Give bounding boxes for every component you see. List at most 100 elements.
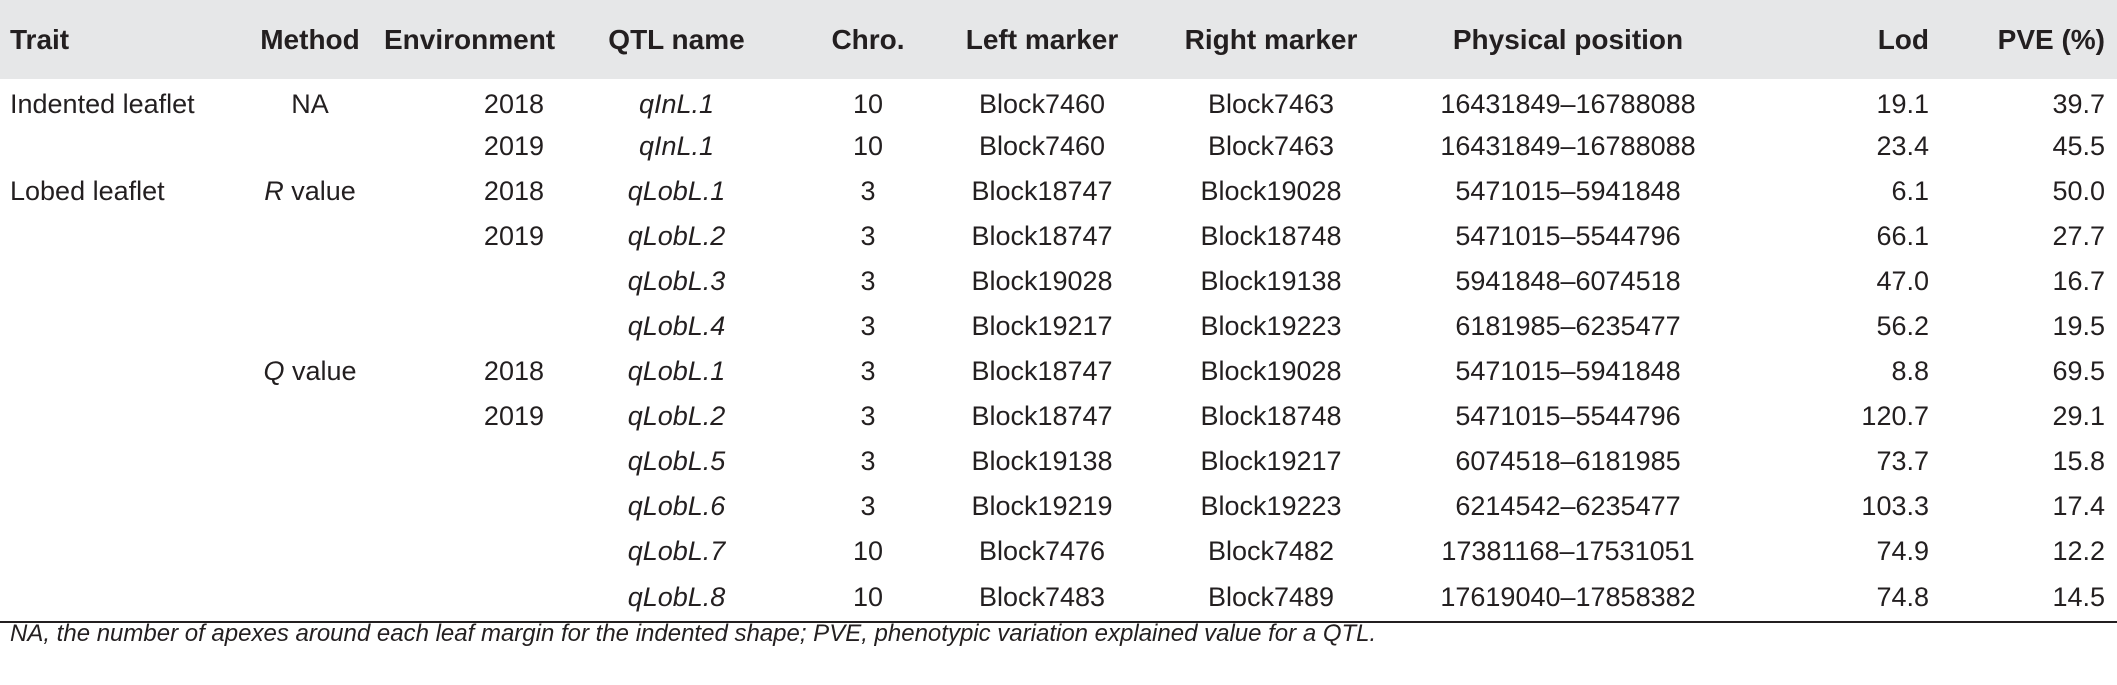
cell-method: Q value (236, 349, 384, 394)
method-suffix: value (283, 176, 356, 206)
cell-environment: 2018 (483, 176, 544, 206)
cell-pve: 16.7 (2052, 266, 2105, 296)
cell-method (236, 484, 384, 529)
cell-physical-position: 17381168–17531051 (1441, 536, 1695, 566)
cell-trait (0, 349, 236, 394)
cell-physical-position: 6074518–6181985 (1455, 446, 1681, 476)
cell-pve: 27.7 (2052, 221, 2105, 251)
cell-lod: 6.1 (1891, 176, 1929, 206)
cell-trait (0, 214, 236, 259)
cell-right-marker: Block18748 (1200, 401, 1342, 431)
cell-qtl-name: qInL.1 (638, 131, 715, 161)
cell-left-marker: Block18747 (971, 401, 1113, 431)
cell-left-marker: Block7483 (927, 574, 1157, 623)
cell-environment: 2019 (483, 221, 544, 251)
header-physical-position: Physical position (1452, 23, 1684, 55)
cell-environment: 2018 (483, 89, 544, 119)
cell-chro: 10 (809, 574, 927, 623)
cell-pve: 19.5 (2052, 311, 2105, 341)
cell-environment (384, 304, 544, 349)
cell-physical-position: 5471015–5941848 (1455, 356, 1681, 386)
cell-method (236, 574, 384, 623)
cell-right-marker: Block19217 (1200, 446, 1342, 476)
cell-right-marker: Block7489 (1157, 574, 1385, 623)
cell-trait (0, 259, 236, 304)
table-row: qLobL.6 3 Block19219 Block19223 6214542–6235… (0, 484, 2117, 529)
cell-left-marker: Block18747 (971, 356, 1113, 386)
method-suffix: value (284, 356, 357, 386)
cell-environment: 2018 (483, 356, 544, 386)
header-left-marker: Left marker (965, 23, 1119, 55)
cell-pve: 15.8 (2052, 446, 2105, 476)
cell-lod: 120.7 (1861, 401, 1929, 431)
cell-qtl-name: qLobL.1 (627, 356, 726, 386)
cell-physical-position: 6181985–6235477 (1455, 311, 1681, 341)
cell-physical-position: 5471015–5544796 (1455, 221, 1681, 251)
cell-environment (384, 484, 544, 529)
cell-chro: 3 (860, 266, 876, 296)
cell-pve: 29.1 (2052, 401, 2105, 431)
header-pve: PVE (%) (1997, 23, 2105, 55)
cell-method: NA (291, 89, 329, 119)
cell-right-marker: Block19223 (1200, 491, 1342, 521)
method-symbol: Q (263, 356, 285, 386)
cell-left-marker: Block19138 (971, 446, 1113, 476)
cell-lod: 74.8 (1751, 574, 1929, 623)
cell-physical-position: 6214542–6235477 (1455, 491, 1681, 521)
cell-trait (0, 304, 236, 349)
cell-qtl-name: qLobL.6 (627, 491, 726, 521)
cell-physical-position: 16431849–16788088 (1440, 89, 1696, 119)
cell-method: R value (236, 169, 384, 214)
cell-trait (0, 574, 236, 623)
cell-qtl-name: qInL.1 (638, 89, 715, 119)
cell-left-marker: Block7476 (978, 536, 1106, 566)
cell-chro: 10 (852, 131, 884, 161)
table-row: Q value 2018 qLobL.1 3 Block18747 Block19028 5… (0, 349, 2117, 394)
cell-lod: 56.2 (1876, 311, 1929, 341)
cell-right-marker: Block19223 (1200, 311, 1342, 341)
cell-environment (384, 529, 544, 574)
cell-lod: 19.1 (1876, 89, 1929, 119)
cell-pve: 17.4 (2052, 491, 2105, 521)
cell-left-marker: Block19219 (971, 491, 1113, 521)
cell-chro: 10 (852, 89, 884, 119)
cell-left-marker: Block18747 (971, 176, 1113, 206)
method-symbol: R (264, 176, 284, 206)
cell-environment: 2019 (483, 131, 544, 161)
header-qtl-name: QTL name (608, 23, 745, 55)
cell-chro: 3 (860, 491, 876, 521)
cell-qtl-name: qLobL.2 (627, 221, 726, 251)
cell-right-marker: Block7463 (1207, 131, 1335, 161)
cell-method (236, 124, 384, 169)
cell-pve: 45.5 (2052, 131, 2105, 161)
header-row: Trait Method Environment QTL name Chro. … (0, 0, 2117, 79)
cell-chro: 3 (860, 356, 876, 386)
cell-pve: 50.0 (2052, 176, 2105, 206)
cell-trait (0, 439, 236, 484)
cell-lod: 103.3 (1861, 491, 1929, 521)
cell-left-marker: Block19217 (971, 311, 1113, 341)
cell-left-marker: Block7460 (978, 131, 1106, 161)
cell-method (236, 214, 384, 259)
cell-environment (384, 439, 544, 484)
cell-qtl-name: qLobL.1 (627, 176, 726, 206)
cell-method (236, 259, 384, 304)
cell-qtl-name: qLobL.5 (627, 446, 726, 476)
header-method: Method (260, 23, 360, 55)
cell-left-marker: Block18747 (971, 221, 1113, 251)
cell-environment (384, 259, 544, 304)
cell-left-marker: Block7460 (978, 89, 1106, 119)
cell-lod: 74.9 (1876, 536, 1929, 566)
cell-right-marker: Block19028 (1200, 356, 1342, 386)
cell-chro: 3 (860, 401, 876, 431)
cell-trait (0, 124, 236, 169)
cell-chro: 10 (852, 536, 884, 566)
